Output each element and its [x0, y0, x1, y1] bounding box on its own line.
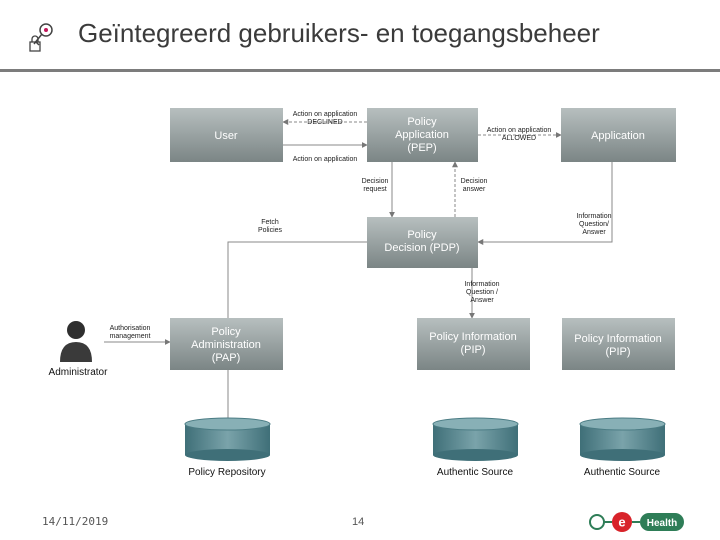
- info-mid-line2: Question /: [466, 289, 498, 296]
- declined-label-line1: Action on application: [293, 111, 358, 118]
- allowed-label-line2: ALLOWED: [502, 135, 536, 142]
- policy-repository-cylinder: [184, 417, 271, 461]
- pip-box-2: Policy Information (PIP): [562, 318, 675, 370]
- key-lock-icon: [29, 23, 53, 52]
- logo-letter: e: [618, 515, 625, 530]
- svg-text:Policy: Policy: [407, 229, 437, 241]
- declined-label-line2: DECLINED: [307, 119, 342, 126]
- authentic-source-cylinder-1: [432, 417, 519, 461]
- logo-text: Health: [647, 518, 678, 529]
- svg-text:Policy Information: Policy Information: [429, 331, 516, 343]
- pap-box: Policy Administration (PAP): [170, 318, 283, 370]
- info-mid-line3: Answer: [470, 297, 494, 304]
- svg-text:Administration: Administration: [191, 339, 261, 351]
- footer-date: 14/11/2019: [42, 515, 109, 528]
- page-title: Geïntegreerd gebruikers- en toegangsbehe…: [78, 18, 600, 48]
- svg-text:Decision (PDP): Decision (PDP): [384, 242, 459, 254]
- allowed-label-line1: Action on application: [487, 127, 552, 134]
- info-right-line2: Question/: [579, 221, 609, 228]
- fetch-policies-line2: Policies: [258, 227, 283, 234]
- svg-text:(PIP): (PIP): [605, 346, 630, 358]
- decision-answer-line2: answer: [463, 186, 486, 193]
- svg-text:Policy Information: Policy Information: [574, 333, 661, 345]
- decision-answer-line1: Decision: [461, 178, 488, 185]
- authentic-source-cylinder-2: [579, 417, 666, 461]
- administrator-label: Administrator: [49, 367, 109, 378]
- svg-text:Policy: Policy: [407, 116, 437, 128]
- fetch-policies-line1: Fetch: [261, 219, 279, 226]
- authorisation-line2: management: [110, 333, 151, 340]
- pep-box: Policy Application (PEP): [367, 108, 478, 162]
- svg-text:(PAP): (PAP): [212, 352, 241, 364]
- authorisation-line1: Authorisation: [110, 325, 151, 332]
- user-box: User: [170, 108, 283, 162]
- info-right-line3: Answer: [582, 229, 606, 236]
- fetch-policies-line: [227, 241, 367, 318]
- svg-text:User: User: [214, 130, 238, 142]
- action-label: Action on application: [293, 156, 358, 163]
- title-divider: [0, 69, 720, 72]
- pip-box-1: Policy Information (PIP): [417, 318, 530, 370]
- svg-text:Policy: Policy: [211, 326, 241, 338]
- svg-text:Application: Application: [591, 130, 645, 142]
- info-mid-line1: Information: [464, 281, 499, 288]
- decision-request-line1: Decision: [362, 178, 389, 185]
- svg-text:(PIP): (PIP): [460, 344, 485, 356]
- authentic-source-label-1: Authentic Source: [437, 467, 514, 478]
- administrator-person-icon: [60, 321, 92, 362]
- decision-request-line2: request: [363, 186, 386, 193]
- pip-right-line: [477, 162, 613, 245]
- page-number: 14: [352, 516, 365, 528]
- access-management-diagram: User Policy Application (PEP) Applicatio…: [49, 108, 676, 478]
- svg-text:(PEP): (PEP): [407, 142, 436, 154]
- policy-repository-label: Policy Repository: [188, 467, 265, 478]
- svg-text:Application: Application: [395, 129, 449, 141]
- application-box: Application: [561, 108, 676, 162]
- info-right-line1: Information: [576, 213, 611, 220]
- pdp-box: Policy Decision (PDP): [367, 217, 478, 268]
- authentic-source-label-2: Authentic Source: [584, 467, 661, 478]
- ehealth-logo: e Health: [589, 512, 684, 532]
